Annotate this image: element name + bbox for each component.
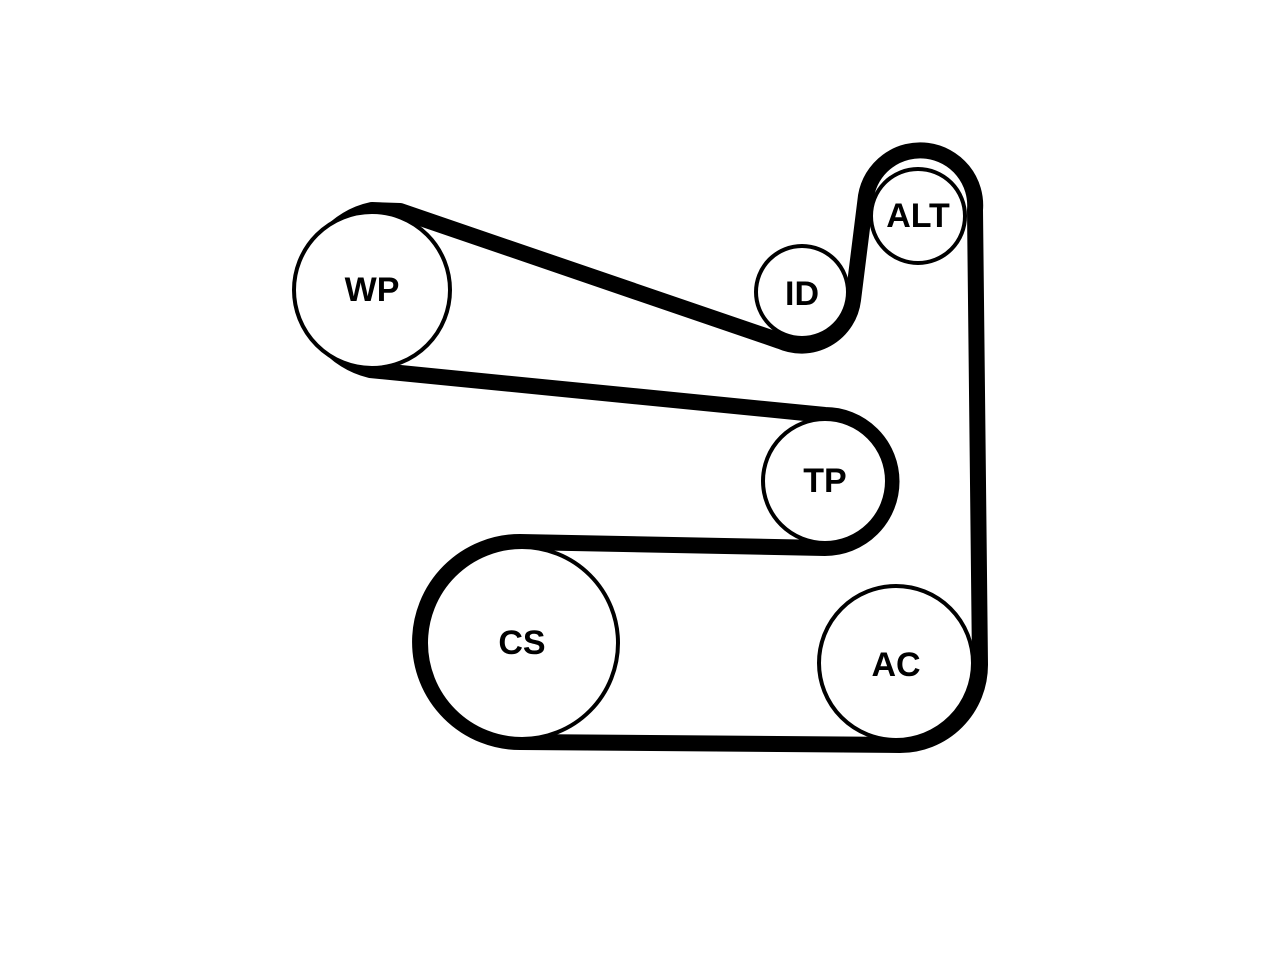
pulley-tp-label: TP [803, 462, 846, 500]
pulley-ac-circle [817, 584, 975, 742]
pulley-wp-label: WP [345, 271, 400, 309]
pulley-cs-label: CS [498, 624, 545, 662]
pulley-ac: AC [817, 584, 975, 742]
pulley-alt-circle [869, 167, 967, 265]
pulley-cs-circle [424, 545, 620, 741]
pulley-tp-circle [761, 417, 889, 545]
pulley-tp: TP [761, 417, 889, 545]
pulley-cs: CS [424, 545, 620, 741]
pulley-id-circle [754, 244, 850, 340]
pulley-id: ID [754, 244, 850, 340]
pulley-alt: ALT [869, 167, 967, 265]
pulley-wp-circle [292, 210, 452, 370]
pulley-alt-label: ALT [886, 197, 950, 235]
pulley-ac-label: AC [871, 646, 920, 684]
pulley-wp: WP [292, 210, 452, 370]
pulley-id-label: ID [785, 275, 819, 313]
